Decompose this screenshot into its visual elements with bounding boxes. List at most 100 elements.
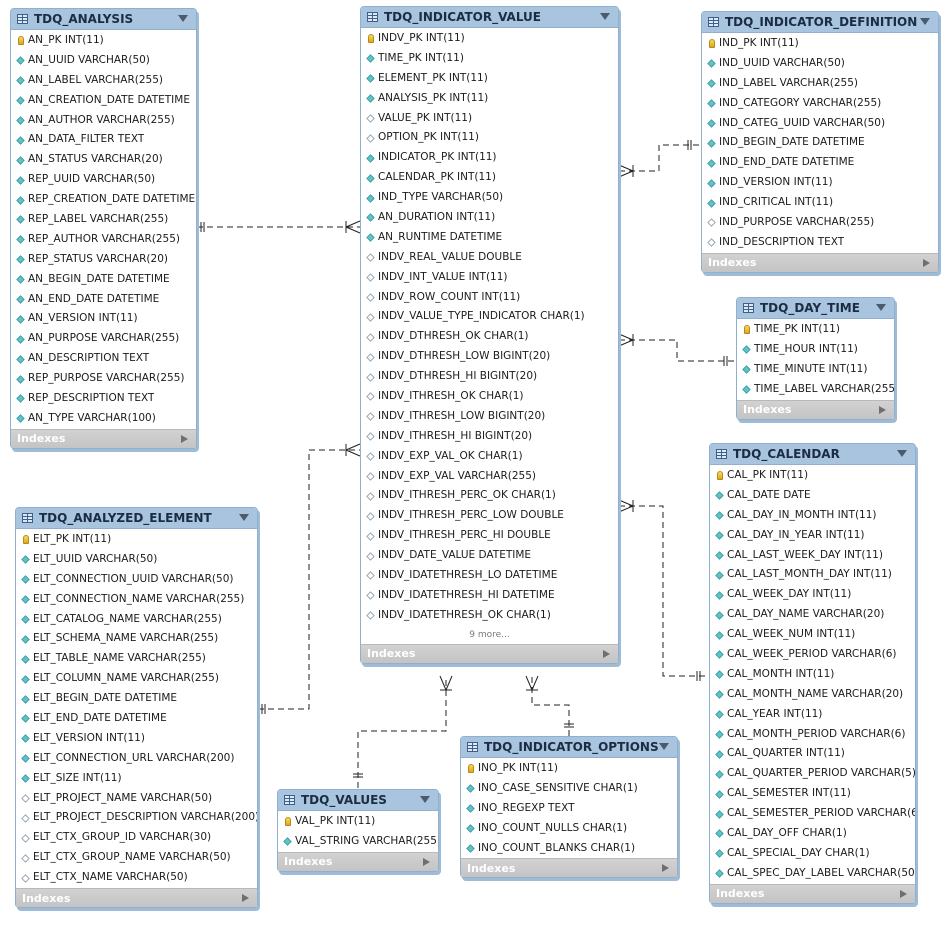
column-row[interactable]: IND_PK INT(11) [702,34,938,54]
indexes-section[interactable]: Indexes [710,883,915,903]
column-row[interactable]: INDV_EXP_VAL_OK CHAR(1) [361,447,618,467]
column-row[interactable]: TIME_MINUTE INT(11) [737,360,894,380]
column-row[interactable]: CAL_WEEK_DAY INT(11) [710,585,915,605]
column-row[interactable]: CAL_DATE DATE [710,486,915,506]
column-row[interactable]: ELT_VERSION INT(11) [16,729,257,749]
table-header[interactable]: TDQ_INDICATOR_DEFINITION [702,12,938,33]
column-row[interactable]: TIME_PK INT(11) [361,49,618,69]
column-row[interactable]: INDV_ITHRESH_HI BIGINT(20) [361,427,618,447]
table-tdq-indicator-value[interactable]: TDQ_INDICATOR_VALUE INDV_PK INT(11)TIME_… [360,6,619,664]
collapse-toggle-icon[interactable] [600,13,610,20]
indexes-section[interactable]: Indexes [702,252,938,272]
table-header[interactable]: TDQ_CALENDAR [710,444,915,465]
column-row[interactable]: ELT_COLUMN_NAME VARCHAR(255) [16,669,257,689]
column-row[interactable]: IND_CRITICAL INT(11) [702,193,938,213]
column-row[interactable]: IND_TYPE VARCHAR(50) [361,188,618,208]
column-row[interactable]: CAL_SEMESTER_PERIOD VARCHAR(6) [710,804,915,824]
column-row[interactable]: IND_END_DATE DATETIME [702,153,938,173]
expand-arrow-icon[interactable] [603,649,610,658]
column-row[interactable]: CAL_LAST_WEEK_DAY INT(11) [710,546,915,566]
column-row[interactable]: REP_DESCRIPTION TEXT [11,389,196,409]
column-row[interactable]: AN_DESCRIPTION TEXT [11,349,196,369]
column-row[interactable]: ELT_CTX_GROUP_ID VARCHAR(30) [16,828,257,848]
column-row[interactable]: AN_UUID VARCHAR(50) [11,51,196,71]
column-row[interactable]: CAL_MONTH_NAME VARCHAR(20) [710,685,915,705]
column-row[interactable]: ELT_CATALOG_NAME VARCHAR(255) [16,610,257,630]
column-row[interactable]: REP_UUID VARCHAR(50) [11,170,196,190]
table-tdq-indicator-definition[interactable]: TDQ_INDICATOR_DEFINITION IND_PK INT(11) I… [701,11,939,273]
expand-arrow-icon[interactable] [662,864,669,873]
collapse-toggle-icon[interactable] [897,450,907,457]
column-row[interactable]: AN_RUNTIME DATETIME [361,228,618,248]
column-row[interactable]: CAL_SPECIAL_DAY CHAR(1) [710,844,915,864]
column-row[interactable]: ELT_UUID VARCHAR(50) [16,550,257,570]
column-row[interactable]: ELT_END_DATE DATETIME [16,709,257,729]
column-row[interactable]: CAL_DAY_IN_MONTH INT(11) [710,506,915,526]
column-row[interactable]: INDV_ITHRESH_PERC_HI DOUBLE [361,526,618,546]
column-row[interactable]: INDV_ITHRESH_LOW BIGINT(20) [361,407,618,427]
table-header[interactable]: TDQ_ANALYZED_ELEMENT [16,508,257,529]
indexes-section[interactable]: Indexes [11,428,196,448]
column-row[interactable]: INDV_DTHRESH_LOW BIGINT(20) [361,347,618,367]
column-row[interactable]: INDV_INT_VALUE INT(11) [361,268,618,288]
collapse-toggle-icon[interactable] [178,15,188,22]
table-tdq-day-time[interactable]: TDQ_DAY_TIME TIME_PK INT(11)TIME_HOUR IN… [736,297,895,420]
indexes-section[interactable]: Indexes [278,851,438,871]
column-row[interactable]: CAL_QUARTER INT(11) [710,744,915,764]
column-row[interactable]: ELT_CONNECTION_URL VARCHAR(200) [16,749,257,769]
column-row[interactable]: CAL_LAST_MONTH_DAY INT(11) [710,565,915,585]
column-row[interactable]: VALUE_PK INT(11) [361,109,618,129]
column-row[interactable]: AN_DURATION INT(11) [361,208,618,228]
column-row[interactable]: ELT_CONNECTION_NAME VARCHAR(255) [16,590,257,610]
column-row[interactable]: INDV_ITHRESH_PERC_LOW DOUBLE [361,506,618,526]
column-row[interactable]: CAL_SPEC_DAY_LABEL VARCHAR(50) [710,864,915,884]
column-row[interactable]: ANALYSIS_PK INT(11) [361,89,618,109]
column-row[interactable]: AN_TYPE VARCHAR(100) [11,409,196,429]
column-row[interactable]: CAL_WEEK_NUM INT(11) [710,625,915,645]
column-row[interactable]: ELT_SIZE INT(11) [16,769,257,789]
column-row[interactable]: CAL_PK INT(11) [710,466,915,486]
column-row[interactable]: REP_LABEL VARCHAR(255) [11,210,196,230]
column-row[interactable]: IND_CATEG_UUID VARCHAR(50) [702,114,938,134]
column-row[interactable]: ELT_CONNECTION_UUID VARCHAR(50) [16,570,257,590]
column-row[interactable]: IND_LABEL VARCHAR(255) [702,74,938,94]
indexes-section[interactable]: Indexes [16,888,257,908]
column-row[interactable]: INDV_ITHRESH_PERC_OK CHAR(1) [361,486,618,506]
indexes-section[interactable]: Indexes [461,858,677,878]
column-row[interactable]: IND_BEGIN_DATE DATETIME [702,133,938,153]
column-row[interactable]: AN_STATUS VARCHAR(20) [11,150,196,170]
column-row[interactable]: AN_BEGIN_DATE DATETIME [11,270,196,290]
column-row[interactable]: TIME_HOUR INT(11) [737,340,894,360]
column-row[interactable]: AN_DATA_FILTER TEXT [11,130,196,150]
expand-arrow-icon[interactable] [900,889,907,898]
table-tdq-analyzed-element[interactable]: TDQ_ANALYZED_ELEMENT ELT_PK INT(11)ELT_U… [15,507,258,909]
table-header[interactable]: TDQ_VALUES [278,790,438,811]
column-row[interactable]: ELT_PK INT(11) [16,530,257,550]
column-row[interactable]: REP_STATUS VARCHAR(20) [11,250,196,270]
column-row[interactable]: OPTION_PK INT(11) [361,128,618,148]
collapse-toggle-icon[interactable] [239,514,249,521]
table-tdq-calendar[interactable]: TDQ_CALENDAR CAL_PK INT(11)CAL_DATE DATE… [709,443,916,904]
column-row[interactable]: CAL_MONTH_PERIOD VARCHAR(6) [710,725,915,745]
column-row[interactable]: REP_CREATION_DATE DATETIME [11,190,196,210]
column-row[interactable]: INO_REGEXP TEXT [461,799,677,819]
column-row[interactable]: IND_CATEGORY VARCHAR(255) [702,94,938,114]
collapse-toggle-icon[interactable] [659,743,669,750]
column-row[interactable]: INDV_REAL_VALUE DOUBLE [361,248,618,268]
column-row[interactable]: ELT_PROJECT_NAME VARCHAR(50) [16,789,257,809]
column-row[interactable]: REP_PURPOSE VARCHAR(255) [11,369,196,389]
column-row[interactable]: INDICATOR_PK INT(11) [361,148,618,168]
column-row[interactable]: AN_PURPOSE VARCHAR(255) [11,329,196,349]
column-row[interactable]: AN_AUTHOR VARCHAR(255) [11,111,196,131]
column-row[interactable]: AN_END_DATE DATETIME [11,290,196,310]
column-row[interactable]: IND_DESCRIPTION TEXT [702,233,938,253]
column-row[interactable]: INO_CASE_SENSITIVE CHAR(1) [461,779,677,799]
column-row[interactable]: INO_PK INT(11) [461,759,677,779]
table-header[interactable]: TDQ_INDICATOR_VALUE [361,7,618,28]
column-row[interactable]: INDV_EXP_VAL VARCHAR(255) [361,467,618,487]
column-row[interactable]: CALENDAR_PK INT(11) [361,168,618,188]
column-row[interactable]: CAL_YEAR INT(11) [710,705,915,725]
column-row[interactable]: INDV_IDATETHRESH_OK CHAR(1) [361,606,618,626]
column-row[interactable]: ELT_CTX_NAME VARCHAR(50) [16,868,257,888]
column-row[interactable]: ELEMENT_PK INT(11) [361,69,618,89]
